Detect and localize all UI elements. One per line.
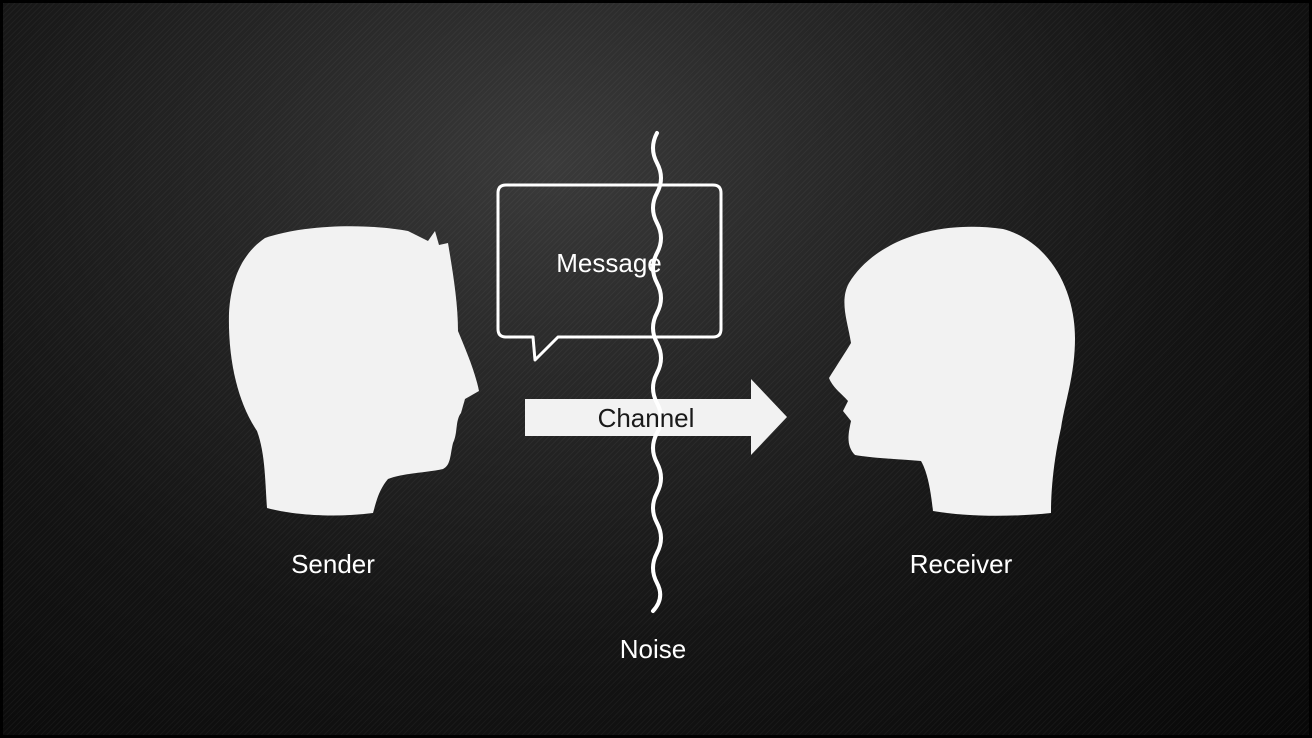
noise-label: Noise xyxy=(619,634,687,664)
message-label: Message xyxy=(556,248,662,278)
channel-arrow-icon xyxy=(525,379,787,455)
message-bubble-icon xyxy=(496,183,723,362)
sender-label: Sender xyxy=(291,549,375,579)
channel-label: Channel xyxy=(597,403,695,433)
receiver-head-icon xyxy=(829,226,1075,516)
sender-head-icon xyxy=(228,226,479,516)
receiver-label: Receiver xyxy=(909,549,1013,579)
diagram-canvas xyxy=(228,131,1075,613)
noise-wave-icon xyxy=(651,131,663,613)
